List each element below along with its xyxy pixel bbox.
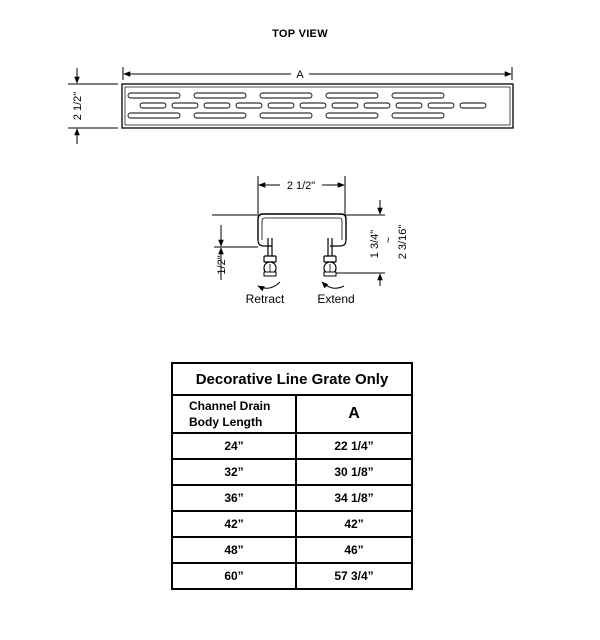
grate-slot	[325, 92, 379, 99]
clip-dim-label: 1/2"	[216, 255, 228, 274]
col-header-body-length-line2: Body Length	[189, 415, 263, 429]
grate-slot	[259, 92, 313, 99]
grate-slot	[203, 102, 231, 109]
body-length-cell: 48”	[171, 536, 297, 564]
grate-slot	[391, 92, 445, 99]
height-tilde: ~	[383, 237, 395, 243]
a-cell: 46”	[294, 536, 414, 564]
grate-slot	[331, 102, 359, 109]
body-length-cell: 32”	[171, 458, 297, 486]
body-length-cell: 60”	[171, 562, 297, 590]
grate-slot	[235, 102, 263, 109]
grate-slot	[299, 102, 327, 109]
height-min-label: 1 3/4"	[369, 230, 381, 258]
a-cell: 22 1/4”	[294, 432, 414, 460]
col-header-body-length: Channel Drain Body Length	[171, 394, 297, 434]
a-cell: 57 3/4”	[294, 562, 414, 590]
grate-slot	[267, 102, 295, 109]
top-view-title: TOP VIEW	[272, 28, 328, 40]
top-view: A 2 1/2"	[68, 66, 514, 144]
grate-profile-inner	[261, 217, 343, 240]
grate-slot	[427, 102, 455, 109]
grate-slot	[459, 102, 487, 109]
body-length-cell: 36”	[171, 484, 297, 512]
grate-slot	[127, 92, 181, 99]
extend-arrow	[321, 281, 345, 289]
table-title: Decorative Line Grate Only	[170, 362, 414, 396]
table-row: 48” 46”	[171, 536, 414, 564]
grate-slot	[363, 102, 391, 109]
table-row: 42” 42”	[171, 510, 414, 538]
table-row: 24” 22 1/4”	[171, 432, 414, 460]
a-cell: 34 1/8”	[294, 484, 414, 512]
grate-slot	[193, 92, 247, 99]
grate-inner-outline	[124, 86, 511, 126]
section-width-label: 2 1/2"	[287, 180, 315, 192]
body-length-cell: 24”	[171, 432, 297, 460]
left-clip-retract	[257, 238, 277, 277]
right-clip-extend	[323, 238, 347, 277]
grate-slot	[391, 112, 445, 119]
a-cell: 42”	[294, 510, 414, 538]
grate-slot	[325, 112, 379, 119]
grate-slot	[395, 102, 423, 109]
grate-slot	[139, 102, 167, 109]
grate-slot	[193, 112, 247, 119]
height-max-label: 2 3/16"	[397, 225, 409, 260]
table-row: 32” 30 1/8”	[171, 458, 414, 486]
grate-slots	[127, 92, 487, 119]
retract-label: Retract	[246, 292, 285, 306]
extend-label: Extend	[317, 292, 354, 306]
table-row: 36” 34 1/8”	[171, 484, 414, 512]
grate-slot	[127, 112, 181, 119]
size-table: Decorative Line Grate Only Channel Drain…	[170, 362, 414, 590]
a-cell: 30 1/8”	[294, 458, 414, 486]
table-row: 60” 57 3/4”	[171, 562, 414, 590]
grate-slot	[171, 102, 199, 109]
section-view: 2 1/2" Retract Exte	[212, 176, 409, 306]
col-header-a: A	[294, 394, 414, 434]
retract-arrow	[257, 281, 281, 292]
dim-width-label: 2 1/2"	[72, 92, 84, 120]
col-header-body-length-line1: Channel Drain	[189, 399, 271, 413]
grate-profile-outer	[257, 213, 347, 240]
body-length-cell: 42”	[171, 510, 297, 538]
dim-a-label: A	[296, 69, 304, 81]
technical-drawing: A 2 1/2" 2 1/2"	[68, 66, 514, 306]
grate-slot	[259, 112, 313, 119]
